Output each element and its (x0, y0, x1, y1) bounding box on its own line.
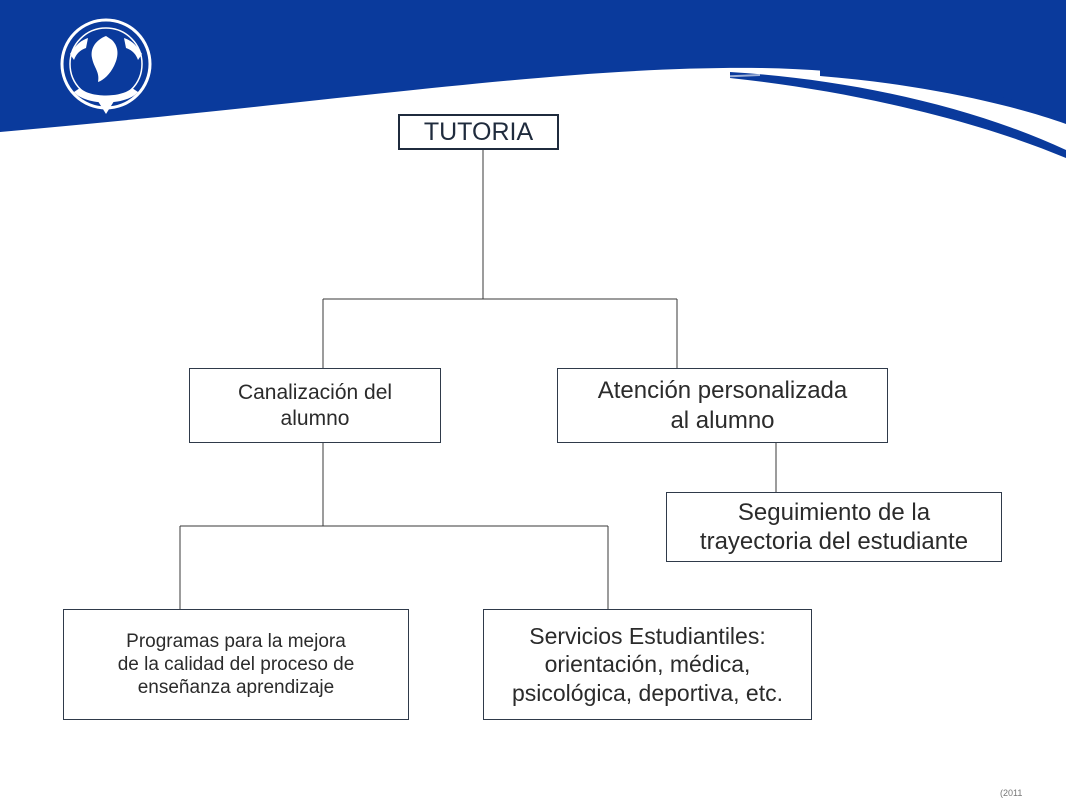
header-band-highlight (360, 74, 760, 110)
university-crest-icon (60, 18, 152, 114)
node-programas: Programas para la mejora de la calidad d… (63, 609, 409, 720)
node-seguimiento-line-2: trayectoria del estudiante (699, 528, 969, 555)
node-seguimiento: Seguimiento de la trayectoria del estudi… (666, 492, 1002, 562)
node-canalizacion-line-2: alumno (280, 406, 350, 430)
header-stripe-1 (730, 72, 1066, 158)
node-atencion-line-1: Atención personalizada (597, 377, 848, 405)
node-tutoria: TUTORIA (398, 114, 559, 150)
header-stripe-2 (820, 70, 1066, 124)
node-servicios-line-1: Servicios Estudiantiles: (529, 623, 766, 650)
footer-mark: (2011 (1000, 788, 1023, 798)
header-band-main (0, 0, 1066, 132)
node-atencion: Atención personalizada al alumno (557, 368, 888, 443)
node-atencion-line-2: al alumno (670, 406, 775, 434)
node-tutoria-label: TUTORIA (423, 117, 534, 146)
node-programas-line-3: enseñanza aprendizaje (137, 677, 335, 699)
node-canalizacion: Canalización del alumno (189, 368, 441, 443)
node-servicios-line-2: orientación, médica, (544, 651, 751, 678)
node-programas-line-2: de la calidad del proceso de (117, 653, 355, 675)
node-seguimiento-line-1: Seguimiento de la (737, 498, 931, 526)
node-servicios: Servicios Estudiantiles: orientación, mé… (483, 609, 812, 720)
node-servicios-line-3: psicológica, deportiva, etc. (511, 679, 784, 706)
node-canalizacion-line-1: Canalización del (237, 380, 393, 404)
node-programas-line-1: Programas para la mejora (126, 630, 346, 652)
